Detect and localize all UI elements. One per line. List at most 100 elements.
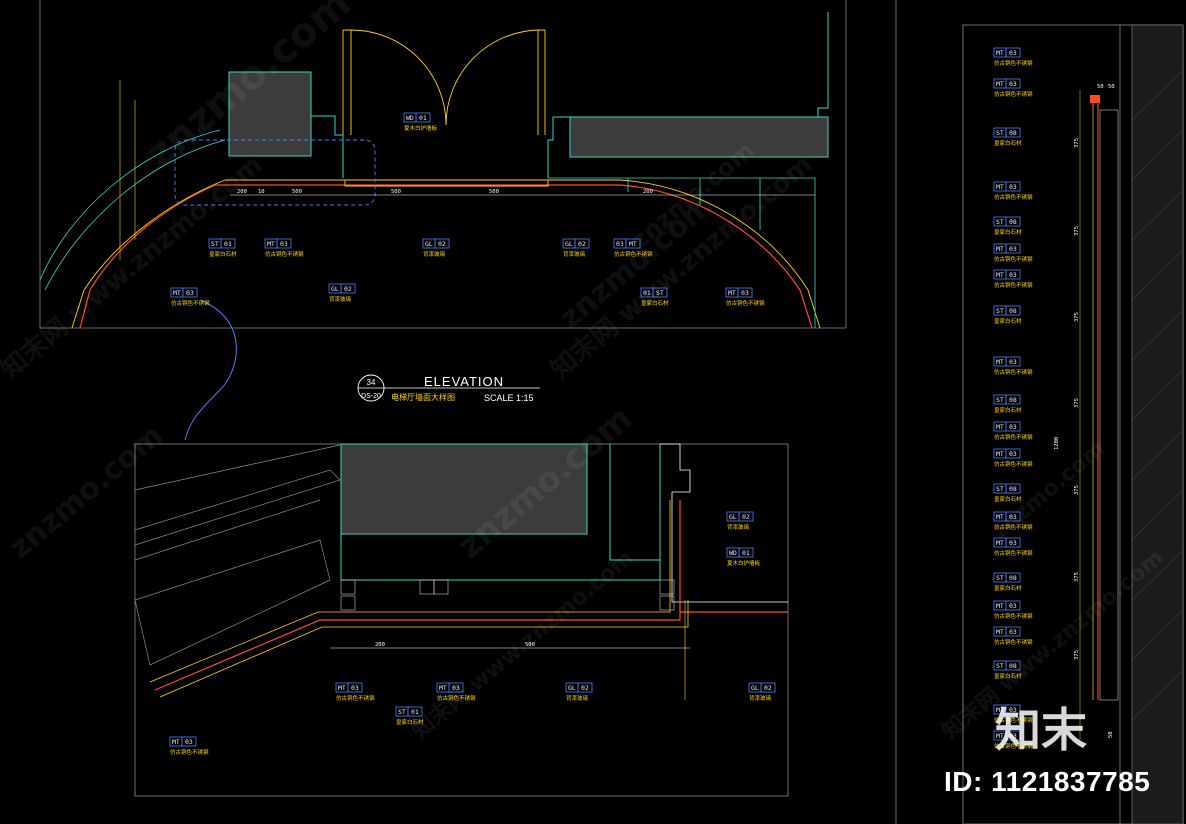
tag-code: WD xyxy=(729,549,737,557)
tag-note: 仿古铜色不锈钢 xyxy=(614,250,653,258)
detail-wall-outline xyxy=(340,444,661,581)
detail-cladding-red xyxy=(154,500,788,691)
dimension-text: 50 xyxy=(1097,84,1104,90)
tag-note: 皇家白石材 xyxy=(994,228,1022,236)
dimension-text: 500 xyxy=(525,642,535,648)
tag-number: 03 xyxy=(452,684,460,692)
tag-number: 08 xyxy=(1009,307,1017,315)
dashed-callout xyxy=(174,139,376,206)
tag-code: MT xyxy=(996,513,1004,521)
tag-number: 01 xyxy=(411,708,419,716)
tag-number: 03 xyxy=(1009,732,1017,740)
tag-note: 仿古铜色不锈钢 xyxy=(994,523,1033,531)
tag-number: 08 xyxy=(1009,485,1017,493)
section-concrete xyxy=(1131,24,1184,824)
section-view xyxy=(1079,24,1184,824)
tag-code: ST xyxy=(211,240,219,248)
plan-wall-block xyxy=(569,116,829,158)
tag-number: 03 xyxy=(741,289,749,297)
detail-wall-right xyxy=(609,444,660,561)
dimension-text: 375 xyxy=(1074,485,1080,495)
title-caption: 电梯厅墙面大样图 xyxy=(391,392,455,402)
tag-number: 03 xyxy=(1009,450,1017,458)
dimension-text: 500 xyxy=(292,189,302,195)
tag-code: ST xyxy=(996,218,1004,226)
tag-note: 仿古铜色不锈钢 xyxy=(994,193,1033,201)
dimension-text: 1200 xyxy=(1054,437,1060,450)
dimension-text: 200 xyxy=(237,189,247,195)
tag-number: 03 xyxy=(1009,423,1017,431)
tag-number: 08 xyxy=(1009,396,1017,404)
tag-code: ST xyxy=(996,129,1004,137)
dimension-text: 375 xyxy=(1074,312,1080,322)
tag-note: 背漆玻璃 xyxy=(329,295,352,303)
dimension-text: 50 xyxy=(1108,84,1115,90)
double-door xyxy=(342,29,546,135)
section-cap xyxy=(1090,95,1100,103)
tag-code: MT xyxy=(996,358,1004,366)
tag-note: 皇家白石材 xyxy=(994,139,1022,147)
tag-number: 02 xyxy=(578,240,586,248)
tag-code: MT xyxy=(996,732,1004,740)
tag-code: MT xyxy=(996,602,1004,610)
tag-note: 仿古铜色不锈钢 xyxy=(171,299,210,307)
tag-note: 仿古铜色不锈钢 xyxy=(994,638,1033,646)
tag-note: 皇家白石材 xyxy=(994,584,1022,592)
tag-code: MT xyxy=(439,684,447,692)
tag-note: 仿古铜色不锈钢 xyxy=(336,694,375,702)
tag-code: MT xyxy=(996,423,1004,431)
tag-code: MT xyxy=(338,684,346,692)
tag-note: 皇家白石材 xyxy=(994,672,1022,680)
tag-code: GL xyxy=(425,240,433,248)
tag-note: 皇家白石材 xyxy=(396,718,424,726)
brand-logo: 知末 xyxy=(995,703,1087,757)
tag-number: 03 xyxy=(1009,183,1017,191)
watermark-text-cn: 知末网 www.znzmo.com xyxy=(407,544,638,744)
tag-code: GL xyxy=(729,513,737,521)
section-hatch xyxy=(1131,69,1184,721)
detail-angled-wall xyxy=(134,444,341,666)
plan-column-block xyxy=(228,71,312,157)
tag-number: 08 xyxy=(1009,574,1017,582)
tag-note: 仿古铜色不锈钢 xyxy=(994,368,1033,376)
tag-code: GL xyxy=(568,684,576,692)
tag-code: ST xyxy=(398,708,406,716)
id-label: ID: 1121837785 xyxy=(944,766,1151,797)
tag-number: 02 xyxy=(438,240,446,248)
title-number: 34 xyxy=(367,378,376,387)
tag-number: MT xyxy=(629,240,637,248)
plan-view xyxy=(39,12,829,441)
tag-note: 仿古铜色不锈钢 xyxy=(994,255,1033,263)
tag-code: GL xyxy=(565,240,573,248)
tag-number: 03 xyxy=(186,289,194,297)
tag-code: MT xyxy=(267,240,275,248)
dimension-text: 10 xyxy=(258,189,265,195)
dimension-text: 200 xyxy=(375,642,385,648)
watermark-text: znzmo.com xyxy=(3,418,170,566)
section-frame xyxy=(1099,109,1119,701)
dimension-text: 500 xyxy=(391,189,401,195)
tag-code: MT xyxy=(728,289,736,297)
plan-wall-outline xyxy=(547,12,829,178)
tag-note: 皇家白石材 xyxy=(209,250,237,258)
tag-note: 皇家白石材 xyxy=(994,495,1022,503)
tag-note: 仿古铜色不锈钢 xyxy=(170,748,209,756)
sheet-frame xyxy=(39,0,1184,824)
tag-code: MT xyxy=(996,539,1004,547)
tag-number: 03 xyxy=(1009,513,1017,521)
